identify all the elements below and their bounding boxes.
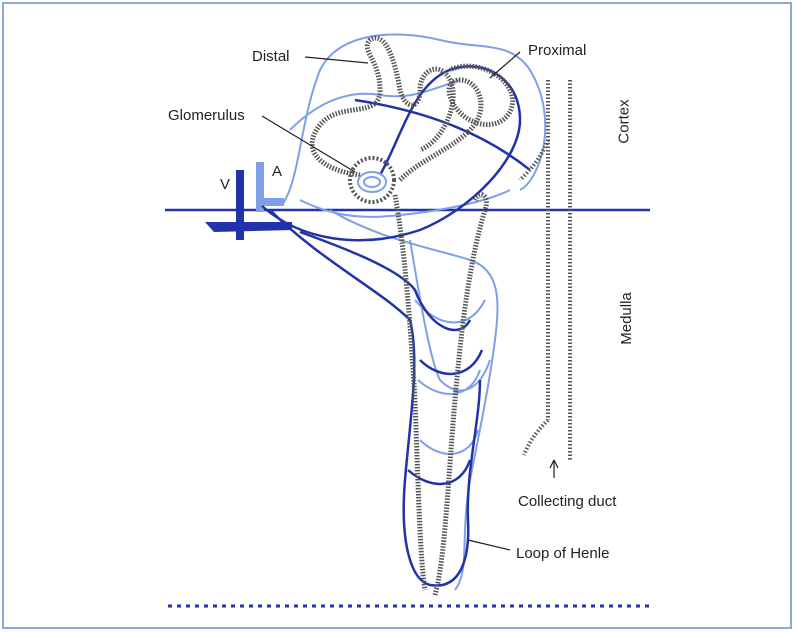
label-proximal: Proximal [528,42,586,59]
label-collecting-duct: Collecting duct [518,493,616,510]
label-glomerulus: Glomerulus [168,107,245,124]
glomerulus [350,158,394,202]
label-cortex: Cortex [616,99,633,143]
leader-lines [262,52,558,550]
nephron-tubule [312,38,512,595]
label-loop-of-henle: Loop of Henle [516,545,609,562]
label-vein: V [220,176,230,193]
label-distal: Distal [252,48,290,65]
vasa-recta [262,66,530,585]
label-medulla: Medulla [618,292,635,345]
label-artery: A [272,163,282,180]
